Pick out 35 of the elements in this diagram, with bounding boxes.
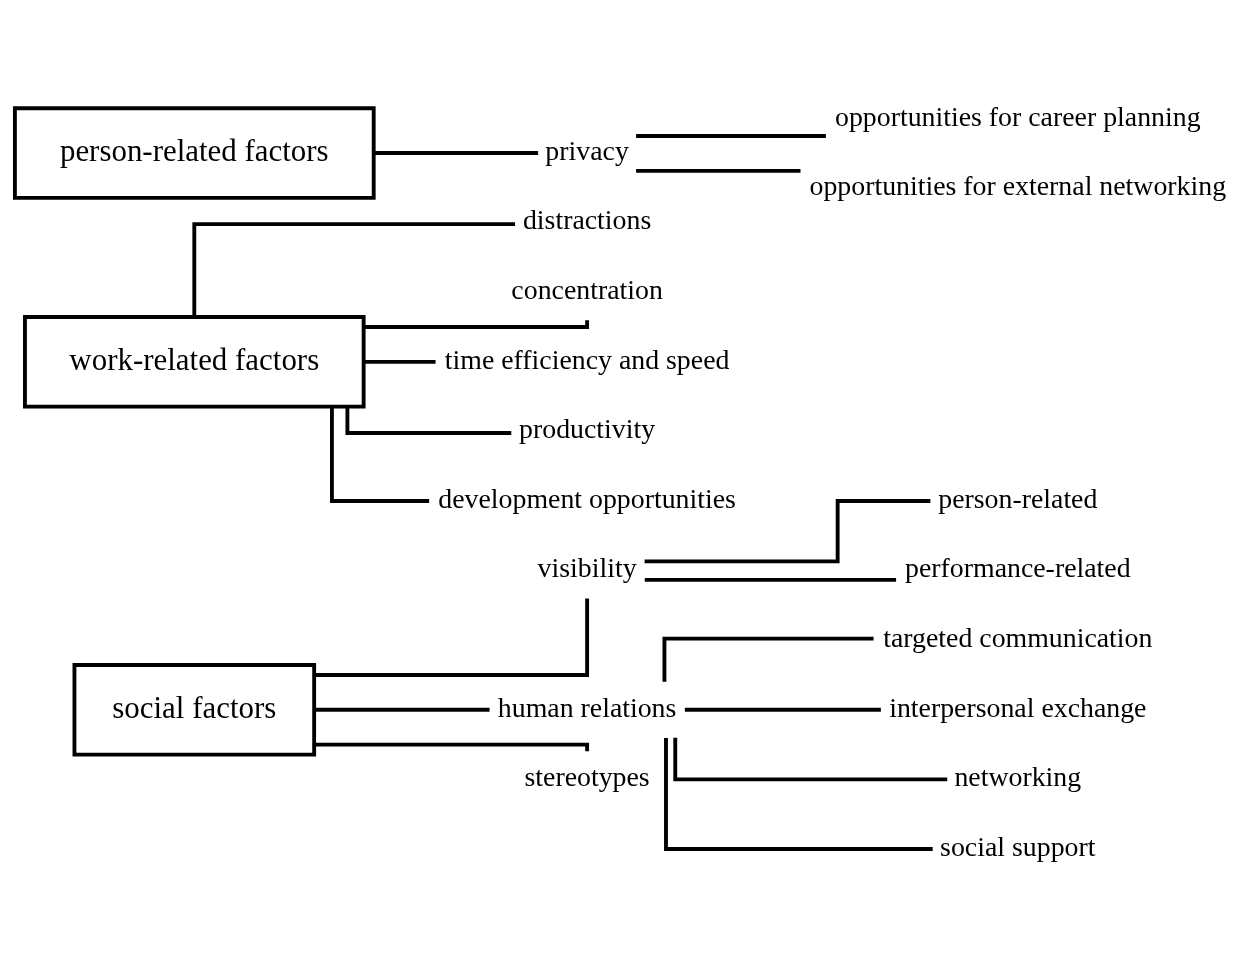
node-text: social support [940,830,1096,862]
node-text: performance-related [905,551,1131,583]
node-box: work-related factors [23,314,366,409]
connector [374,150,539,155]
node-text: networking [954,760,1082,792]
node-text: stereotypes [524,760,650,792]
node-text: interpersonal exchange [889,691,1147,723]
node-text: opportunities for career planning [835,100,1201,132]
connector [363,359,436,364]
node-text: visibility [537,551,637,583]
node-text: privacy [545,134,629,166]
node-text: development opportunities [438,482,736,514]
connector [192,221,516,317]
connector [314,598,590,677]
connector [662,636,874,682]
connector [644,577,897,582]
connector [673,737,948,781]
connector [330,406,430,503]
connector [684,707,881,712]
node-text: person-related [938,482,1098,514]
node-text: time efficiency and speed [444,343,730,375]
node-text: distractions [522,203,652,235]
connector [664,737,933,851]
connector [636,133,826,138]
node-box: person-related factors [12,105,376,200]
node-text: opportunities for external networking [809,169,1227,201]
node-text: human relations [497,691,677,723]
node-text: productivity [519,412,656,444]
node-box: social factors [72,662,317,757]
connector [345,406,512,435]
connector [314,707,490,712]
connector [644,498,931,563]
node-text: targeted communication [883,621,1153,653]
node-text: concentration [511,273,663,305]
connector [636,168,801,173]
